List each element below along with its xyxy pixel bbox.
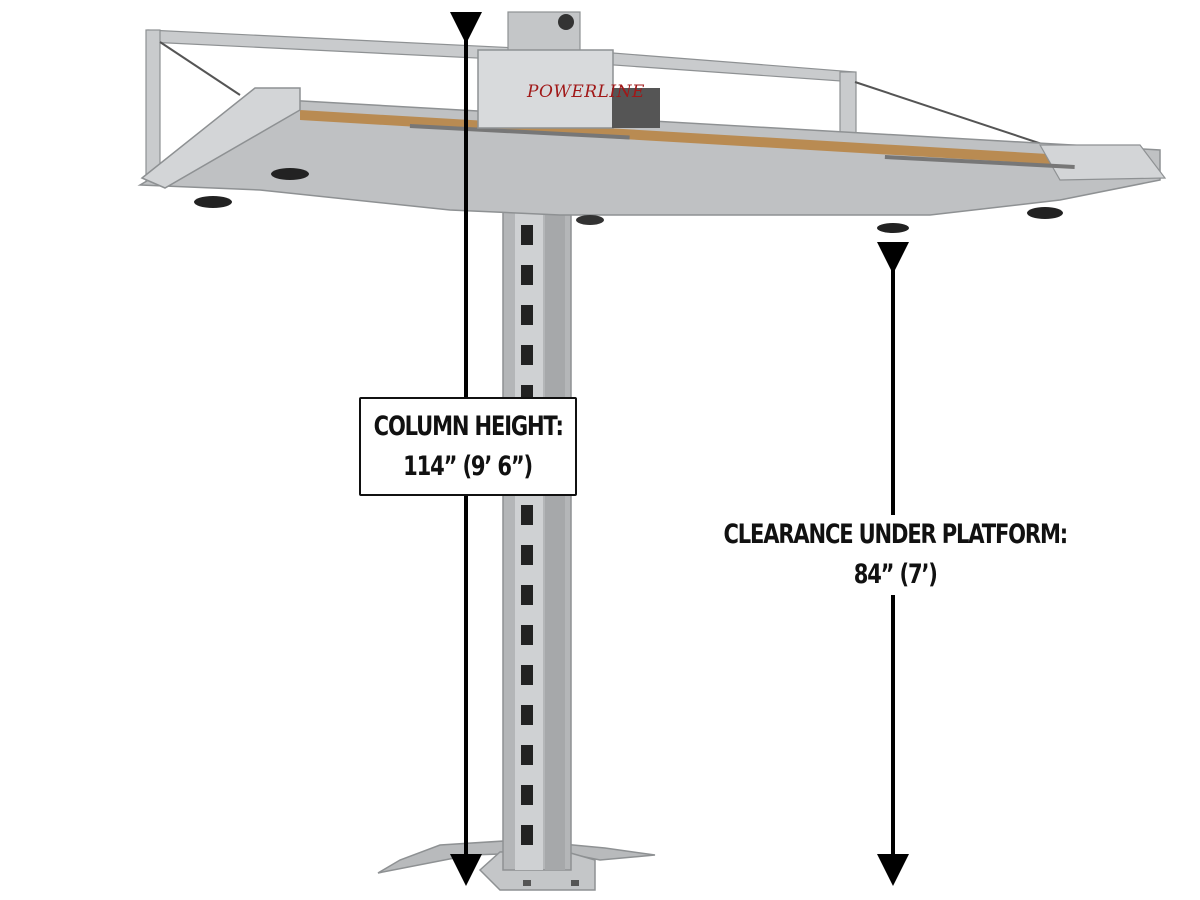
brand-logo: POWERLINE xyxy=(527,82,645,102)
column-slot xyxy=(521,345,533,365)
main-column xyxy=(502,204,572,871)
column-slot xyxy=(521,785,533,805)
clearance-value: 84” (7’) xyxy=(853,559,937,590)
column-slot xyxy=(521,745,533,765)
column-slot xyxy=(521,825,533,845)
column-height-label: COLUMN HEIGHT: 114” (9’ 6”) xyxy=(359,397,577,496)
clearance-title: CLEARANCE UNDER PLATFORM: xyxy=(723,519,1068,550)
column-slot xyxy=(521,505,533,525)
column-slot xyxy=(521,705,533,725)
column-slot xyxy=(521,545,533,565)
column-slot xyxy=(521,625,533,645)
column-slot xyxy=(521,305,533,325)
column-height-value: 114” (9’ 6”) xyxy=(403,450,534,482)
column-height-title: COLUMN HEIGHT: xyxy=(373,410,563,442)
column-slot xyxy=(521,665,533,685)
column-slot xyxy=(521,265,533,285)
platform xyxy=(137,29,1167,233)
clearance-label: CLEARANCE UNDER PLATFORM: 84” (7’) xyxy=(660,515,1130,595)
motor-housing xyxy=(477,11,660,129)
column-slot xyxy=(521,585,533,605)
column-slot xyxy=(521,225,533,245)
